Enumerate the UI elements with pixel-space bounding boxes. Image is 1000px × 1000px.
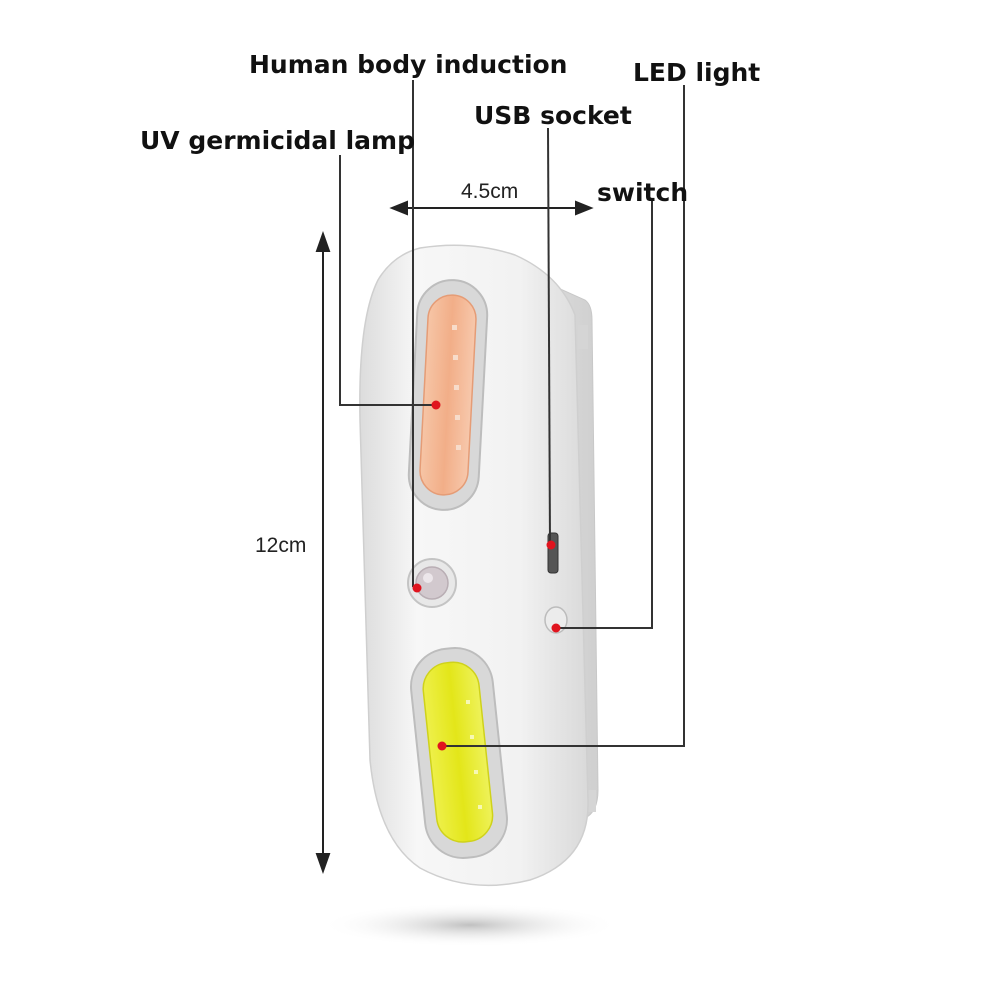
callout-line-usb-socket xyxy=(547,127,551,546)
side-edge-bottom xyxy=(586,790,596,812)
width-arrow-right xyxy=(575,200,594,216)
height-arrow-bottom xyxy=(315,853,331,875)
height-dimension-label: 12cm xyxy=(255,534,307,557)
callout-line-uv-lamp xyxy=(339,155,436,406)
floor-shadow xyxy=(320,903,620,947)
label-usb-socket: USB socket xyxy=(474,101,632,130)
label-led-light: LED light xyxy=(633,58,761,87)
led-lamp-chips xyxy=(466,700,482,809)
callout-dot-switch xyxy=(551,623,561,633)
callout-dot-human-induction xyxy=(412,583,422,593)
switch-button xyxy=(544,606,568,634)
callout-dot-uv-lamp xyxy=(431,400,441,410)
width-arrow-left xyxy=(389,200,408,216)
callout-dot-usb-socket xyxy=(546,540,556,550)
led-lamp-lens xyxy=(422,661,494,843)
pir-sensor-lens xyxy=(415,566,449,600)
callout-dot-led-light xyxy=(437,741,447,751)
label-uv-germicidal-lamp: UV germicidal lamp xyxy=(140,126,415,155)
uv-lamp-lens xyxy=(419,294,477,496)
callout-line-led-light xyxy=(442,85,685,747)
label-human-body-induction: Human body induction xyxy=(249,50,568,79)
side-edge-top xyxy=(578,325,588,349)
callout-line-switch xyxy=(558,200,653,629)
height-arrow-top xyxy=(315,230,331,252)
width-dimension-label: 4.5cm xyxy=(461,180,519,203)
label-switch: switch xyxy=(597,178,689,207)
uv-lamp-chips xyxy=(452,325,461,450)
